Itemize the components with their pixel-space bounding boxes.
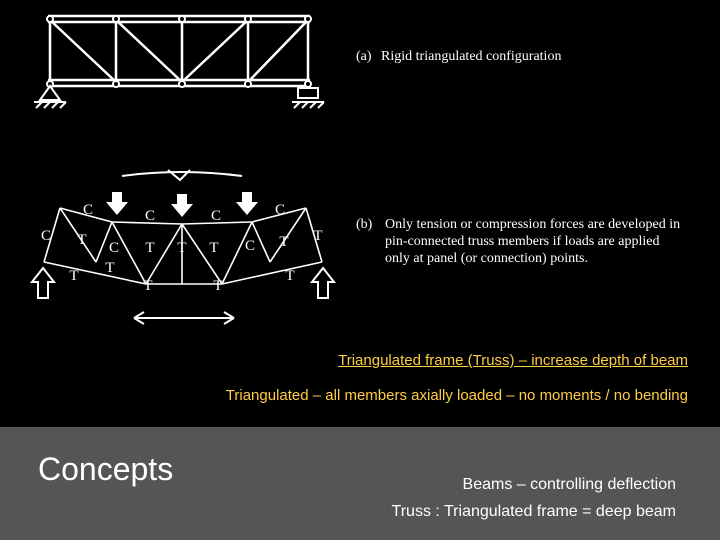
caption-b-text: Only tension or compression forces are d… bbox=[385, 217, 681, 266]
caption-a-tag: (a) bbox=[356, 49, 372, 64]
label-c: C bbox=[245, 238, 255, 254]
label-t: T bbox=[145, 240, 154, 256]
pin-truss bbox=[43, 207, 323, 285]
footer-line-2: Truss : Triangulated frame = deep beam bbox=[391, 503, 676, 520]
label-t: T bbox=[177, 240, 186, 256]
reaction-arrow-icon bbox=[29, 266, 337, 299]
caption-a-text: Rigid triangulated configuration bbox=[381, 49, 562, 64]
label-c: C bbox=[211, 208, 221, 224]
label-c: C bbox=[145, 208, 155, 224]
label-c: C bbox=[275, 202, 285, 218]
roller-support-icon bbox=[292, 87, 325, 109]
label-t: T bbox=[279, 234, 288, 250]
label-c: C bbox=[41, 228, 51, 244]
summary-text: Triangulated – all members axially loade… bbox=[225, 387, 688, 404]
caption-b: (b) Only tension or compression forces a… bbox=[356, 216, 686, 267]
pin-support-icon bbox=[34, 84, 67, 109]
load-arrow-icon bbox=[106, 192, 258, 217]
caption-b-tag: (b) bbox=[356, 217, 373, 232]
footer-notes: Beams – controlling deflection Truss : T… bbox=[392, 471, 676, 525]
label-t: T bbox=[105, 260, 114, 276]
deflection-arrows bbox=[121, 169, 243, 325]
footer-panel: Concepts Beams – controlling deflection … bbox=[0, 427, 720, 540]
caption-a: (a) Rigid triangulated configuration bbox=[356, 48, 561, 65]
label-t: T bbox=[213, 278, 222, 294]
label-t: T bbox=[209, 240, 218, 256]
truss-figure: C C C C C C C T T T T T T T T T T T bbox=[29, 14, 337, 325]
truss-link[interactable]: Triangulated frame (Truss) – increase de… bbox=[338, 352, 688, 369]
label-t: T bbox=[69, 268, 78, 284]
rigid-truss-nodes bbox=[46, 15, 312, 88]
label-t: T bbox=[143, 278, 152, 294]
label-c: T bbox=[313, 228, 322, 244]
label-c: C bbox=[109, 240, 119, 256]
footer-title: Concepts bbox=[38, 451, 174, 487]
label-t: T bbox=[285, 268, 294, 284]
rigid-truss bbox=[48, 14, 310, 88]
member-labels: C C C C C C C T T T T T T T T T T T bbox=[41, 202, 323, 294]
footer-line-1: Beams – controlling deflection bbox=[462, 476, 676, 493]
label-t: T bbox=[77, 232, 86, 248]
label-c: C bbox=[83, 202, 93, 218]
